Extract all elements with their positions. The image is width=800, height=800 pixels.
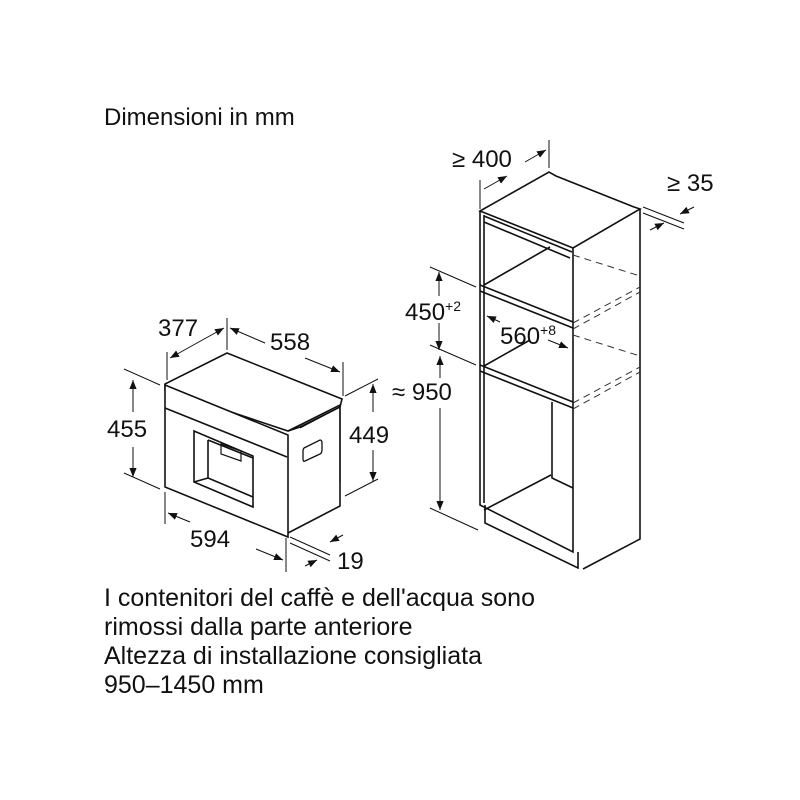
cabinet-dimension-lines (429, 140, 695, 531)
dim-niche-width-560: 560+8 (500, 322, 556, 350)
dim-niche-height-450: 450+2 (405, 298, 461, 326)
dim-height-449: 449 (349, 422, 389, 449)
note-line: rimossi dalla parte anteriore (104, 613, 413, 641)
dim-height-455: 455 (107, 416, 147, 443)
appliance-dimension-lines (123, 318, 379, 572)
dim-min-depth-400: ≥ 400 (452, 146, 512, 173)
dim-floor-height-950: ≈ 950 (392, 379, 452, 406)
note-line: Altezza di installazione consigliata (104, 642, 482, 670)
dim-depth-377: 377 (158, 315, 198, 342)
dim-width-594: 594 (190, 526, 230, 553)
dim-thickness-19: 19 (337, 548, 364, 575)
dim-width-558: 558 (270, 329, 310, 356)
cabinet-hidden-lines (572, 254, 641, 410)
dim-min-gap-35: ≥ 35 (667, 170, 714, 197)
appliance-drawing (164, 352, 343, 539)
page-title: Dimensioni in mm (104, 104, 295, 131)
note-line: 950–1450 mm (104, 671, 264, 699)
installation-notes: I contenitori del caffè e dell'acqua son… (104, 584, 535, 700)
cabinet-drawing (478, 171, 642, 570)
note-line: I contenitori del caffè e dell'acqua son… (104, 584, 535, 612)
